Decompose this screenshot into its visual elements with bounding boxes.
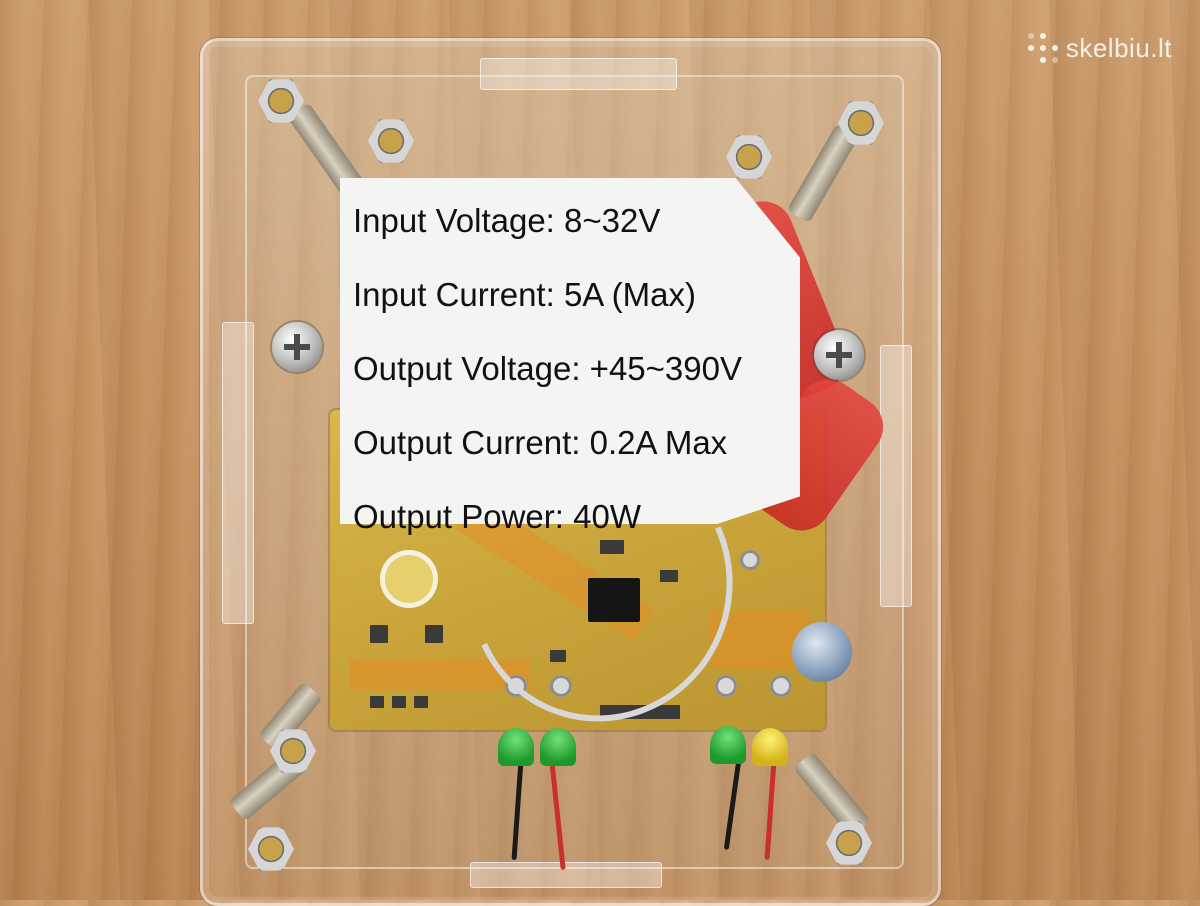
watermark: skelbiu.lt [1027, 28, 1172, 68]
spec-label-sticker [340, 178, 800, 524]
smd-component [425, 625, 443, 643]
hex-nut [838, 101, 884, 145]
smd-component [600, 705, 680, 719]
smd-component [370, 625, 388, 643]
green-ferrule-connector [498, 728, 534, 766]
case-slot-top [480, 58, 677, 90]
spec-input-voltage: Input Voltage: 8~32V [353, 202, 661, 239]
green-ferrule-connector [540, 728, 576, 766]
spec-output-voltage: Output Voltage: +45~390V [353, 350, 742, 387]
solder-pad [740, 550, 760, 570]
spec-input-current: Input Current: 5A (Max) [353, 276, 696, 313]
pcb-trace [350, 660, 530, 690]
solder-pad [715, 675, 737, 697]
solder-pad [505, 675, 527, 697]
case-slot-bottom [470, 862, 662, 888]
ic-chip [588, 578, 640, 622]
smd-component [370, 696, 384, 708]
phillips-screw [272, 322, 322, 372]
solder-pad [550, 675, 572, 697]
yellow-ferrule-connector [752, 728, 788, 766]
spec-label-text: Input Voltage: 8~32V Input Current: 5A (… [353, 184, 793, 554]
smd-component [660, 570, 678, 582]
case-slot-left [222, 322, 254, 624]
spec-output-power: Output Power: 40W [353, 498, 641, 535]
mounting-hole [380, 550, 438, 608]
hex-nut [726, 135, 772, 179]
solder-pad [770, 675, 792, 697]
hex-nut [826, 821, 872, 865]
case-slot-right [880, 345, 912, 607]
smd-component [414, 696, 428, 708]
smd-component [550, 650, 566, 662]
smd-component [600, 540, 624, 554]
phillips-screw [814, 330, 864, 380]
spec-output-current: Output Current: 0.2A Max [353, 424, 728, 461]
watermark-text: skelbiu.lt [1065, 32, 1172, 63]
blue-screw [792, 622, 852, 682]
dot-grid-logo-icon [1027, 33, 1058, 63]
smd-component [392, 696, 406, 708]
green-ferrule-connector [710, 726, 746, 764]
